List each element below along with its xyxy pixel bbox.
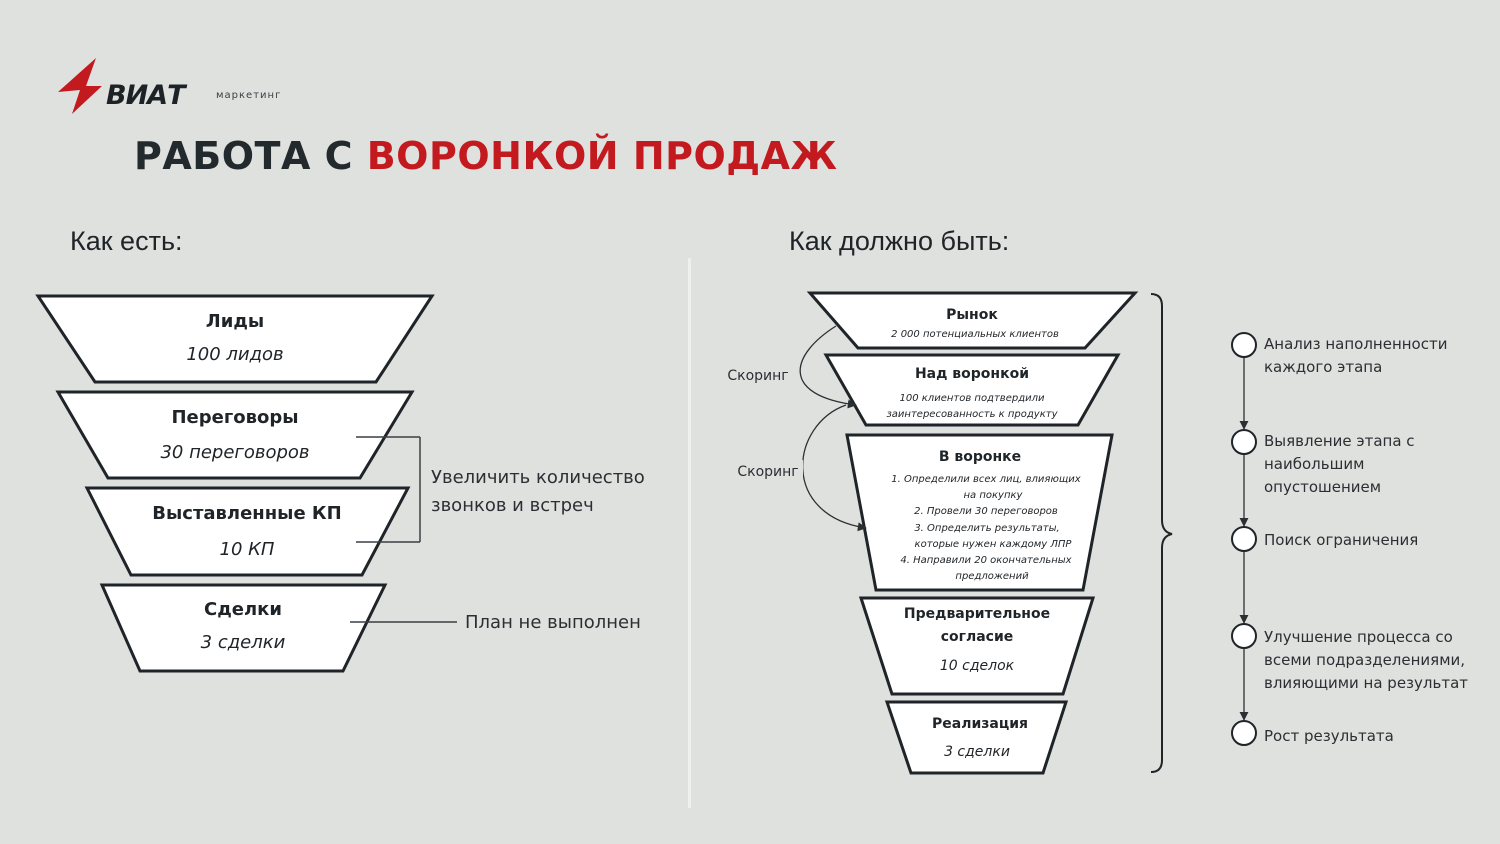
step-2-line-1: Выявление этапа с: [1264, 432, 1415, 450]
right-stage-shape-5: [884, 700, 1069, 775]
right-stage-line-2-2: заинтересованность к продукту: [886, 409, 1058, 420]
left-stage-title-4: Сделки: [204, 599, 282, 620]
logo-subtitle: маркетинг: [216, 90, 282, 101]
right-stage-line-5-1: 3 сделки: [944, 744, 1010, 760]
step-1-line-2: каждого этапа: [1264, 358, 1382, 376]
right-stage-line-3-6: 4. Направили 20 окончательных: [900, 555, 1071, 566]
note-increase-line-1: Увеличить количество: [431, 467, 645, 488]
step-4-line-2: всеми подразделениями,: [1264, 651, 1465, 669]
right-stage-line-3-1: 1. Определили всех лиц, влияющих: [891, 474, 1080, 485]
scoring-label-2: Скоринг: [737, 464, 798, 480]
curly-brace: [1150, 293, 1173, 773]
right-stage-shape-3: [845, 433, 1114, 592]
left-stage-shape-4: [99, 583, 388, 673]
right-stage-line-3-7: предложений: [955, 571, 1029, 582]
step-node-4: [1231, 623, 1257, 649]
note-increase-line-2: звонков и встреч: [431, 495, 594, 516]
to-be-label: Как должно быть:: [789, 226, 1010, 256]
step-node-1: [1231, 332, 1257, 358]
brand-logo: ВИАТ маркетинг: [56, 56, 316, 116]
right-funnel: [806, 291, 1139, 775]
right-stage-line-3-3: 2. Провели 30 переговоров: [914, 506, 1058, 517]
step-2-line-2: наибольшим: [1264, 455, 1364, 473]
logo-arrow-icon: [58, 58, 102, 114]
right-stage-line-3-2: на покупку: [964, 490, 1024, 501]
step-node-2: [1231, 429, 1257, 455]
right-stage-title-4b: согласие: [941, 629, 1014, 645]
column-divider: [688, 258, 691, 808]
step-2-line-3: опустошением: [1264, 478, 1381, 496]
step-1-line-1: Анализ наполненности: [1264, 335, 1447, 353]
left-stage-shape-2: [55, 390, 415, 480]
increase-bracket: [356, 436, 421, 543]
left-funnel: [35, 294, 435, 673]
left-stage-title-3: Выставленные КП: [152, 503, 341, 524]
step-4-line-3: влияющими на результат: [1264, 674, 1468, 692]
note-plan: План не выполнен: [465, 612, 641, 633]
right-stage-line-3-5: которые нужен каждому ЛПР: [915, 539, 1073, 550]
page-title: РАБОТА С ВОРОНКОЙ ПРОДАЖ: [134, 134, 838, 178]
right-stage-line-1-1: 2 000 потенциальных клиентов: [891, 329, 1059, 340]
left-stage-shape-1: [35, 294, 435, 384]
as-is-label: Как есть:: [70, 226, 183, 256]
right-stage-line-4-1: 10 сделок: [940, 658, 1015, 674]
left-stage-value-3: 10 КП: [220, 539, 275, 560]
right-stage-title-2: Над воронкой: [915, 366, 1029, 382]
scoring-label-bg-1: [724, 364, 794, 386]
right-stage-title-3: В воронке: [939, 449, 1021, 465]
left-stage-title-1: Лиды: [206, 311, 264, 332]
scoring-arrow-1: [799, 325, 857, 409]
right-stage-shape-1: [806, 291, 1139, 350]
left-stage-shape-3: [84, 486, 411, 577]
right-stage-title-5: Реализация: [932, 716, 1028, 732]
scoring-label-bg-2: [733, 460, 803, 482]
left-stage-value-4: 3 сделки: [201, 632, 286, 653]
step-4-line-1: Улучшение процесса со: [1264, 628, 1453, 646]
step-3-line-1: Поиск ограничения: [1264, 531, 1418, 549]
right-stage-line-2-1: 100 клиентов подтвердили: [900, 393, 1045, 404]
right-stage-title-4a: Предварительное: [904, 606, 1050, 622]
title-part-accent: ВОРОНКОЙ ПРОДАЖ: [366, 134, 838, 178]
right-stage-title-1: Рынок: [946, 307, 998, 323]
right-stage-shape-4: [858, 596, 1096, 696]
left-stage-value-1: 100 лидов: [186, 344, 283, 365]
scoring-label-1: Скоринг: [727, 368, 788, 384]
left-stage-title-2: Переговоры: [171, 407, 298, 428]
left-stage-value-2: 30 переговоров: [160, 442, 309, 463]
title-part-dark: РАБОТА С: [134, 134, 367, 178]
logo-wordmark: ВИАТ: [106, 80, 185, 111]
right-stage-line-3-4: 3. Определить результаты,: [914, 523, 1059, 534]
step-node-3: [1231, 526, 1257, 552]
timeline-nodes: [1231, 332, 1257, 746]
step-node-5: [1231, 720, 1257, 746]
step-5-line-1: Рост результата: [1264, 727, 1394, 745]
